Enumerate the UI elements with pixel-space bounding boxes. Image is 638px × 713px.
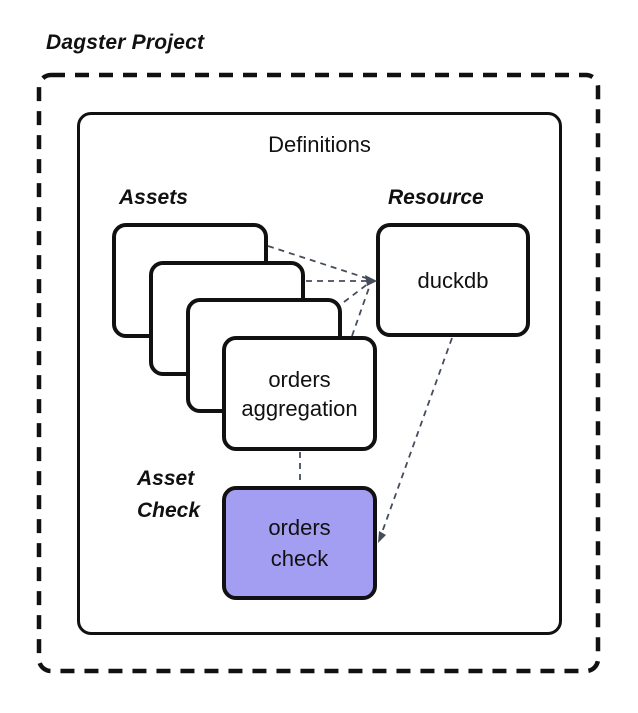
- asset-check-group-label: Asset Check: [137, 463, 200, 527]
- orders-aggregation-label-line1: orders: [268, 366, 331, 392]
- asset-check-label-line1: Asset: [137, 467, 195, 490]
- resource-group-label: Resource: [388, 186, 484, 209]
- diagram-title: Dagster Project: [46, 31, 205, 54]
- orders-check-label-line1: orders: [268, 515, 331, 540]
- duckdb-label: duckdb: [417, 267, 489, 293]
- asset-check-node-orders-check: orders check: [222, 486, 377, 600]
- orders-aggregation-label-line2: aggregation: [241, 395, 358, 421]
- asset-check-label-line2: Check: [137, 499, 201, 522]
- orders-check-label-line2: check: [270, 546, 329, 571]
- assets-group-label: Assets: [119, 186, 188, 209]
- asset-node-orders-aggregation: orders aggregation: [222, 336, 377, 451]
- resource-node-duckdb: duckdb: [376, 223, 530, 337]
- definitions-label: Definitions: [268, 132, 371, 157]
